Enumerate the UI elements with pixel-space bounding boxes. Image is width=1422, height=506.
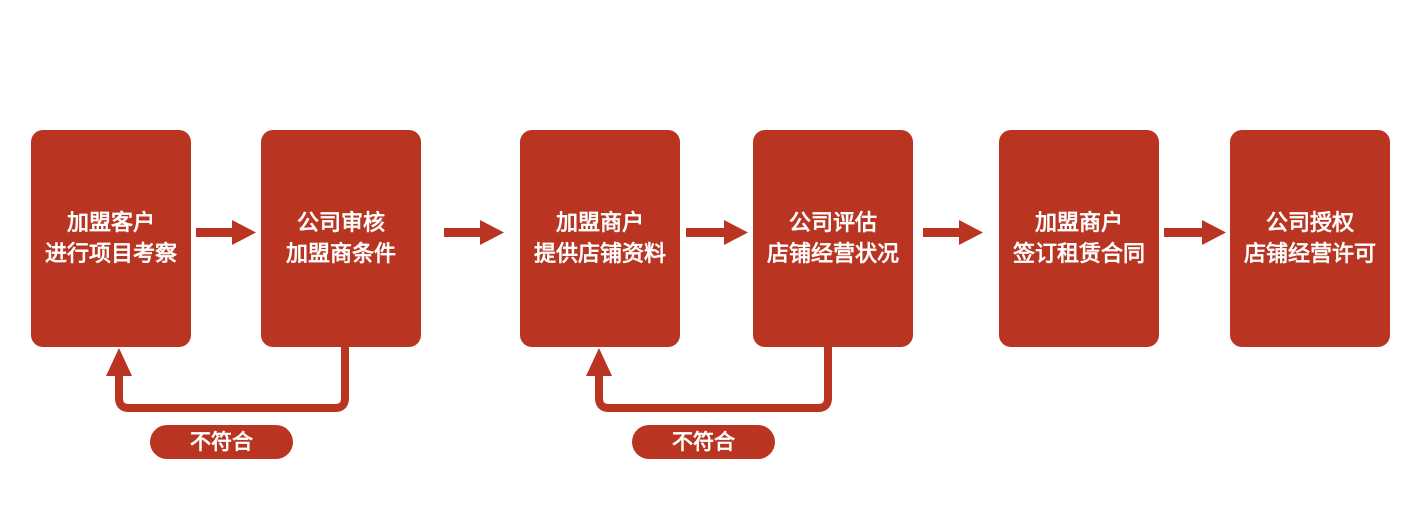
step-5-line1: 加盟商户 <box>1034 209 1123 236</box>
feedback-loop-2 <box>586 347 832 412</box>
reject-label-1: 不符合 <box>150 425 293 459</box>
step-authorize-license: 公司授权 店铺经营许可 <box>1230 130 1390 347</box>
feedback-loop-1 <box>106 347 349 412</box>
arrow-1-2 <box>196 220 256 245</box>
arrow-2-3 <box>444 220 504 245</box>
step-2-line1: 公司审核 <box>296 209 385 236</box>
step-3-line1: 加盟商户 <box>555 209 644 236</box>
step-provide-store-info: 加盟商户 提供店铺资料 <box>520 130 680 347</box>
step-4-line1: 公司评估 <box>788 209 877 236</box>
step-6-line1: 公司授权 <box>1265 209 1354 236</box>
arrow-5-6 <box>1164 220 1226 245</box>
step-1-line1: 加盟客户 <box>66 209 155 236</box>
step-5-line2: 签订租赁合同 <box>1012 240 1145 267</box>
arrow-3-4 <box>686 220 748 245</box>
step-1-line2: 进行项目考察 <box>44 240 177 267</box>
step-2-line2: 加盟商条件 <box>285 240 396 267</box>
step-6-line2: 店铺经营许可 <box>1243 240 1376 267</box>
step-company-review: 公司审核 加盟商条件 <box>261 130 421 347</box>
step-evaluate-store: 公司评估 店铺经营状况 <box>753 130 913 347</box>
step-client-inspection: 加盟客户 进行项目考察 <box>31 130 191 347</box>
step-4-line2: 店铺经营状况 <box>766 240 899 267</box>
arrow-4-5 <box>923 220 983 245</box>
reject-label-2: 不符合 <box>632 425 775 459</box>
step-sign-lease: 加盟商户 签订租赁合同 <box>999 130 1159 347</box>
step-3-line2: 提供店铺资料 <box>533 240 666 267</box>
